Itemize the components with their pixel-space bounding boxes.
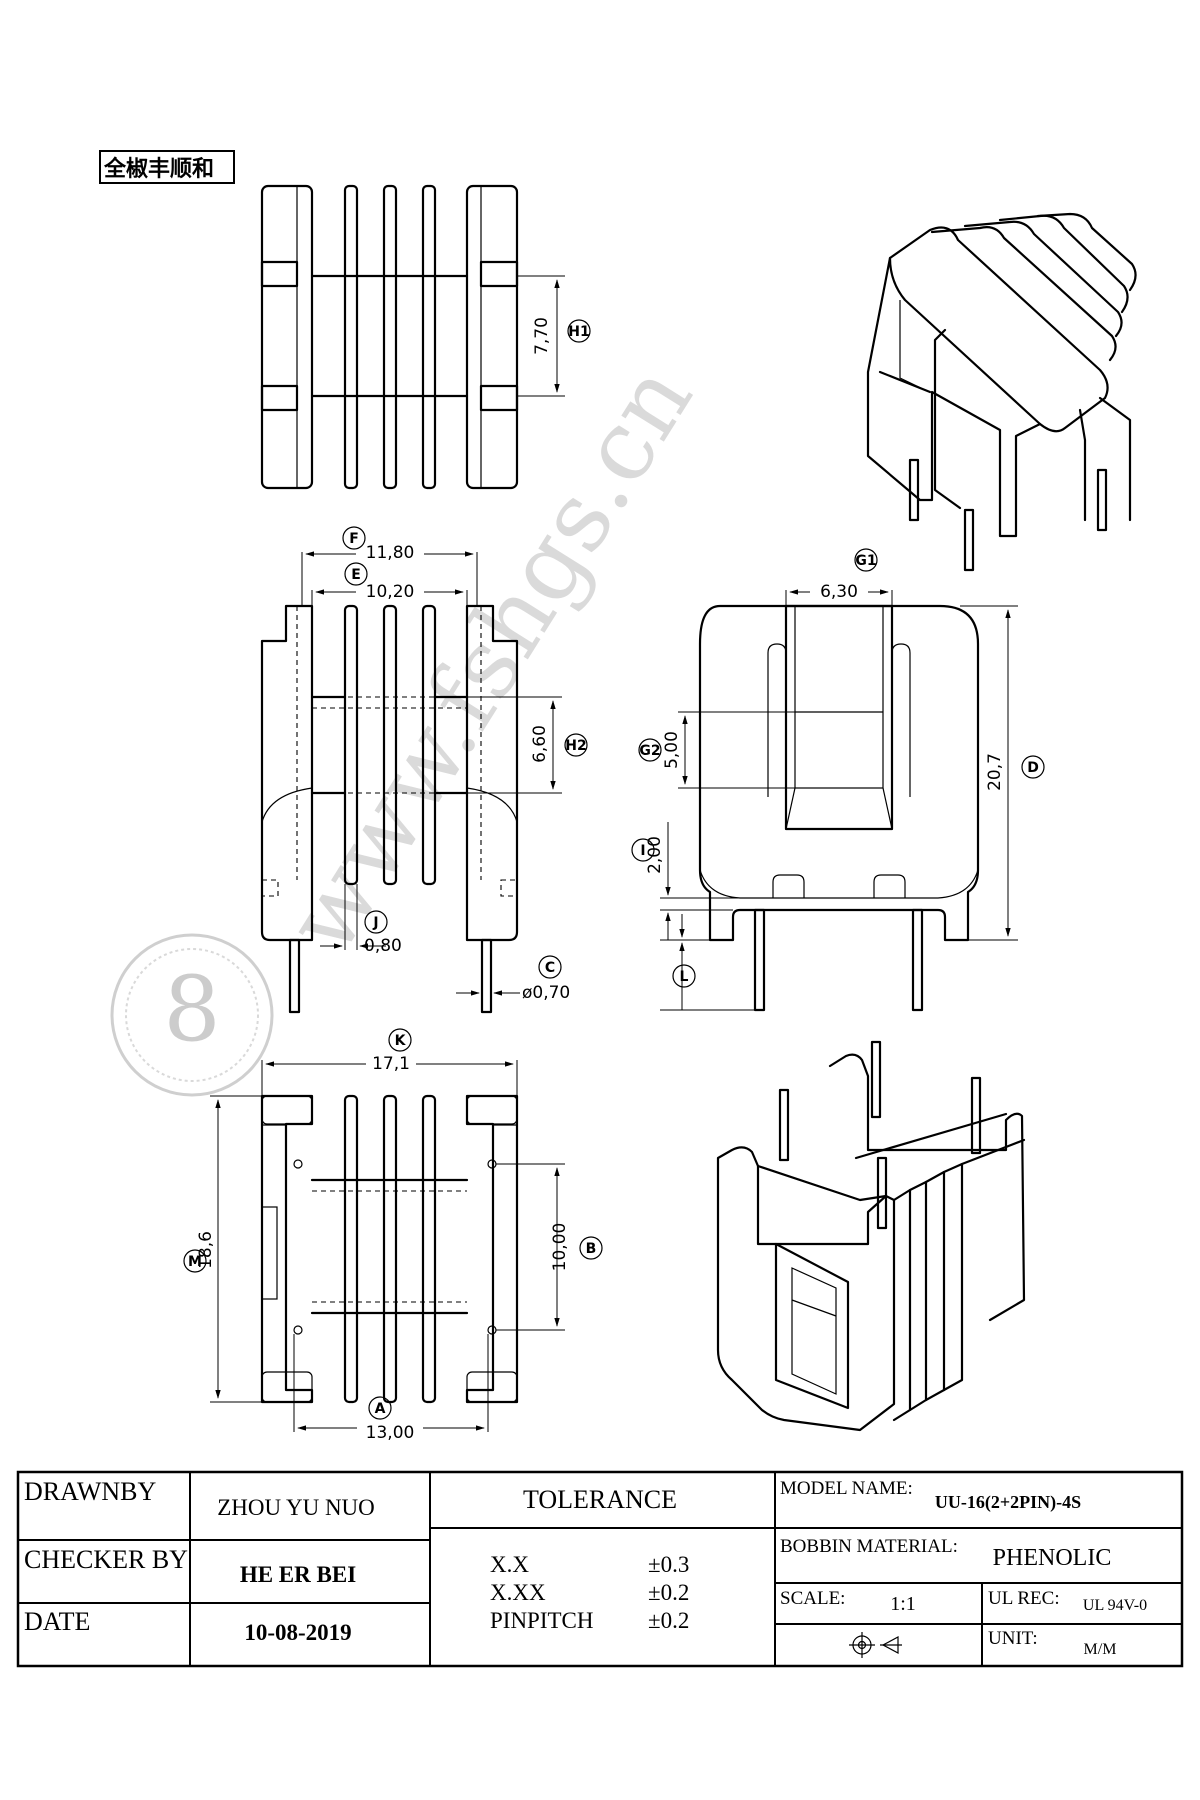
date-label: DATE [24,1607,90,1636]
bubble-b: B [586,1241,597,1257]
svg-text:8: 8 [163,957,220,1062]
checker-label: CHECKER BY [24,1545,188,1574]
bottom-view [260,1094,519,1404]
bubble-h2: H2 [565,738,586,754]
tolerance-label: TOLERANCE [523,1485,677,1514]
bubble-g1: G1 [855,553,876,569]
dim-i-value: 2,00 [645,836,665,874]
dimension-f: 11,80 F [301,526,478,606]
bubble-e: E [351,567,361,583]
bubble-i: I [640,843,645,859]
tolerance-label-0: X.X [490,1552,529,1577]
dim-f-value: 11,80 [366,543,415,563]
model-label: MODEL NAME: [780,1478,913,1499]
projection-symbol-icon [849,1632,902,1658]
dimension-g1: 6,30 G1 [785,548,893,606]
tolerance-label-1: X.XX [490,1580,546,1605]
dim-k-value: 17,1 [372,1054,410,1074]
dimension-l: L [660,914,755,1011]
unit-label: UNIT: [988,1628,1038,1649]
dimension-c: ø0,70 C [456,955,570,1003]
dim-g2-value: 5,00 [662,731,682,769]
date-value: 10-08-2019 [244,1620,351,1645]
front-view [260,604,519,1014]
dimension-b: 10,00 B [496,1163,603,1331]
ul-label: UL REC: [988,1588,1060,1609]
dim-h1-value: 7,70 [532,317,552,355]
title-block: DRAWNBY ZHOU YU NUO CHECKER BY HE ER BEI… [16,1470,1184,1668]
dim-m-value: 18,6 [196,1231,216,1269]
unit-value: M/M [1084,1641,1117,1658]
bubble-m: M [188,1254,202,1270]
dimension-a: 13,00 A [293,1334,489,1443]
bubble-k: K [395,1033,407,1049]
bubble-a: A [375,1401,386,1417]
checker-value: HE ER BEI [240,1562,356,1587]
dim-j-value: 0,80 [364,936,402,956]
dimension-d: 20,7 D [960,605,1045,941]
tolerance-value-2: ±0.2 [648,1608,689,1633]
isometric-view-top [866,212,1137,572]
tolerance-value-0: ±0.3 [648,1552,689,1577]
bubble-j: J [372,915,378,931]
dimension-i: 2,00 I [631,822,740,940]
bubble-g2: G2 [639,743,660,759]
dim-e-value: 10,20 [366,582,415,602]
dimension-h2: 6,60 H2 [467,696,588,794]
ul-value: UL 94V-0 [1083,1597,1147,1614]
top-view [260,184,519,490]
dimension-j: 0,80 J [320,884,402,956]
dim-a-value: 13,00 [366,1423,415,1443]
watermark-text: www.fshgs.cn [265,345,715,972]
bubble-h1: H1 [568,324,589,340]
watermark: 8 www.fshgs.cn [110,345,715,1097]
dimension-m: 18,6 M [183,1095,262,1403]
model-value: UU-16(2+2PIN)-4S [935,1492,1081,1513]
bubble-c: C [545,960,555,976]
material-value: PHENOLIC [993,1545,1112,1571]
dim-b-value: 10,00 [550,1223,570,1272]
bubble-l: L [680,969,689,985]
material-label: BOBBIN MATERIAL: [780,1536,958,1557]
bubble-d: D [1027,760,1039,776]
dim-h2-value: 6,60 [530,725,550,763]
dimension-k: 17,1 K [261,1028,518,1096]
drawn-by-value: ZHOU YU NUO [217,1495,375,1520]
scale-label: SCALE: [780,1588,845,1609]
dimension-e: 10,20 E [311,562,468,606]
company-name-box [99,150,235,184]
drawn-by-label: DRAWNBY [24,1477,156,1506]
tolerance-label-2: PINPITCH [490,1608,594,1633]
tolerance-value-1: ±0.2 [648,1580,689,1605]
isometric-view-bottom [716,1040,1026,1432]
dim-d-value: 20,7 [985,753,1005,791]
bubble-f: F [349,531,359,547]
scale-value: 1:1 [890,1593,916,1615]
dimension-g2: 5,00 G2 [638,711,795,789]
side-view [698,604,980,1012]
dimension-h1: 7,70 H1 [517,275,591,397]
company-name: 全椒丰顺和 [103,156,214,182]
dim-c-value: ø0,70 [522,983,570,1003]
dim-g1-value: 6,30 [820,582,858,602]
